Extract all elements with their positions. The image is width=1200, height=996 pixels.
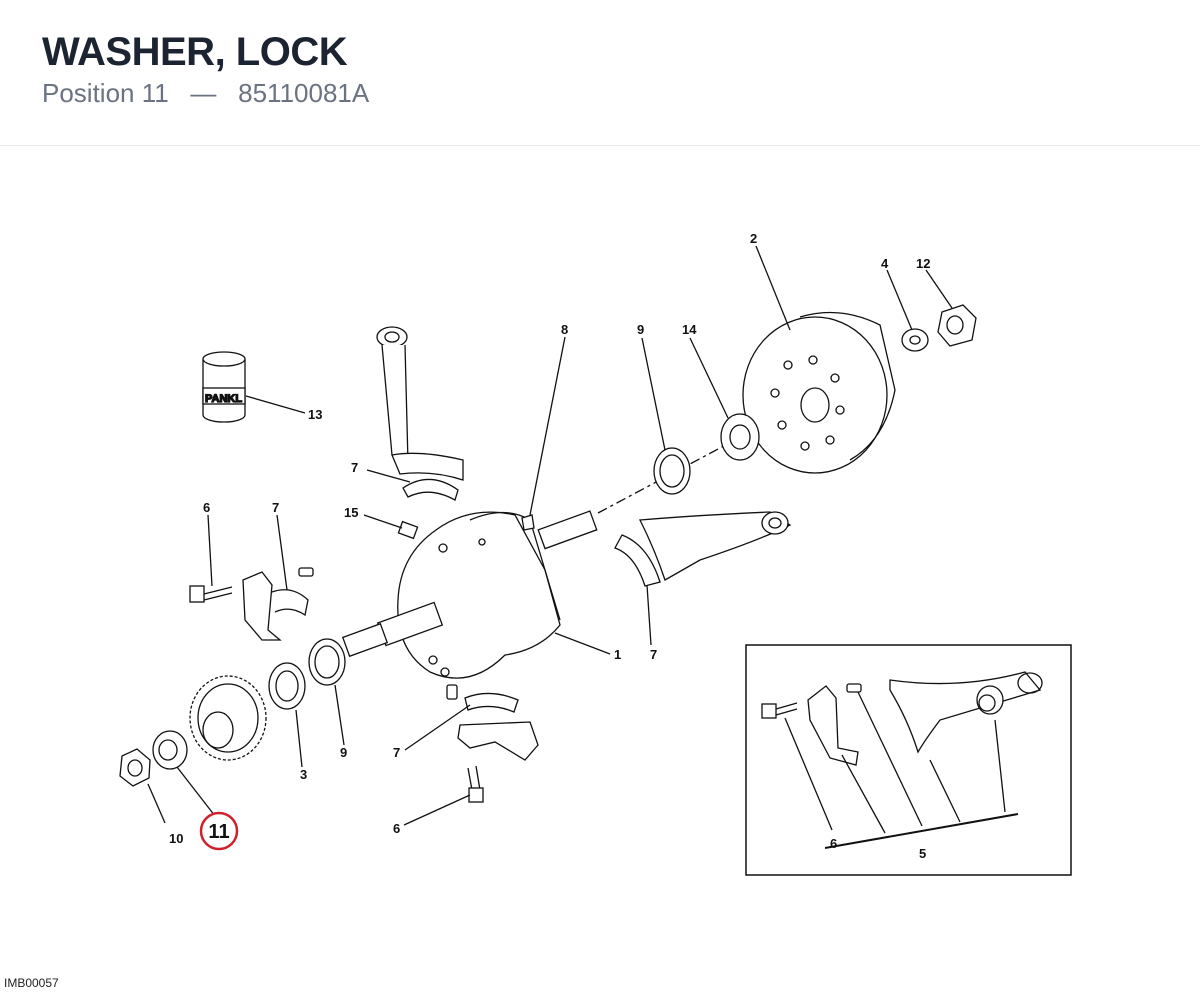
thrust-washer-lower-part <box>308 638 346 686</box>
screw-15-part <box>397 520 419 540</box>
nut-10-part <box>119 748 151 787</box>
callout-3[interactable]: 3 <box>300 767 307 782</box>
callout-11[interactable]: 11 <box>208 821 229 843</box>
callout-7-right[interactable]: 7 <box>650 647 657 662</box>
callout-2[interactable]: 2 <box>750 231 757 246</box>
position-label: Position 11 <box>42 78 169 108</box>
inset-box <box>745 644 1072 876</box>
piston-pin-part: PANKL <box>202 351 246 423</box>
bolt-left-part <box>189 585 233 603</box>
callout-9-upper[interactable]: 9 <box>637 322 644 337</box>
dowel-left-part <box>298 567 314 577</box>
callout-10[interactable]: 10 <box>169 831 183 846</box>
callout-9-lower[interactable]: 9 <box>340 745 347 760</box>
callout-7-upper[interactable]: 7 <box>351 460 358 475</box>
crankshaft-part <box>341 510 598 679</box>
callout-14[interactable]: 14 <box>682 322 697 337</box>
piston-pin-brand-label: PANKL <box>205 393 242 405</box>
tab-8-part <box>521 514 535 531</box>
thrust-washer-upper-part <box>653 447 691 495</box>
part-subtitle: Position 11 — 85110081A <box>42 78 369 109</box>
callout-7-lower[interactable]: 7 <box>393 745 400 760</box>
nut-12-part <box>937 304 977 347</box>
image-code: IMB00057 <box>4 976 59 990</box>
callout-5[interactable]: 5 <box>919 846 926 861</box>
callout-12[interactable]: 12 <box>916 256 930 271</box>
callout-1[interactable]: 1 <box>614 647 621 662</box>
dowel-lower-part <box>446 684 458 700</box>
part-number: 85110081A <box>238 78 370 108</box>
bearing-cap-lower-part <box>457 692 539 761</box>
callout-7-left[interactable]: 7 <box>272 500 279 515</box>
page-header: WASHER, LOCK Position 11 — 85110081A <box>0 0 1200 146</box>
callout-13[interactable]: 13 <box>308 407 322 422</box>
callout-6-inset[interactable]: 6 <box>830 836 837 851</box>
connecting-rod-upper-part <box>376 326 464 501</box>
exploded-parts-diagram: PANKL <box>0 146 1200 991</box>
callout-4[interactable]: 4 <box>881 256 889 271</box>
callout-11-highlight[interactable]: 11 <box>199 811 239 851</box>
connecting-rod-lower-part <box>614 511 792 587</box>
spacer-part <box>720 413 760 461</box>
callout-15[interactable]: 15 <box>344 505 358 520</box>
callout-8[interactable]: 8 <box>561 322 568 337</box>
callout-6-left[interactable]: 6 <box>203 500 210 515</box>
bearing-cap-left-part <box>242 571 309 641</box>
lock-washer-part <box>152 730 188 770</box>
oil-seal-part <box>268 662 306 710</box>
callout-6-lower[interactable]: 6 <box>393 821 400 836</box>
part-title: WASHER, LOCK <box>42 30 348 74</box>
flywheel-part <box>742 311 896 474</box>
separator: — <box>190 78 217 108</box>
washer-4-part <box>901 328 929 352</box>
bolt-lower-part <box>467 765 484 803</box>
timing-gear-part <box>189 675 267 761</box>
